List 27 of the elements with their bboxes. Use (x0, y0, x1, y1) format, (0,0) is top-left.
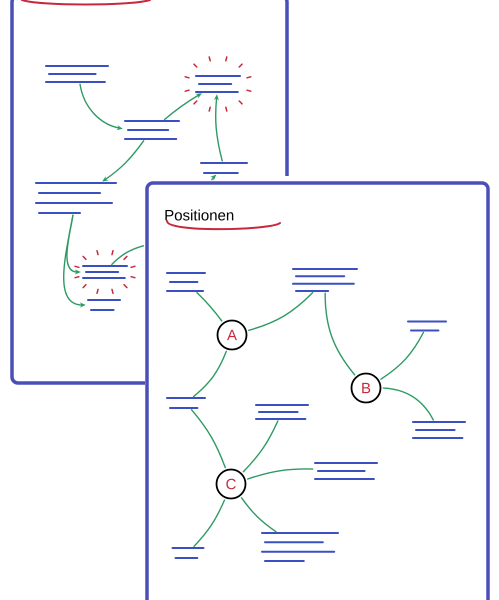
text-placeholder-lines (35, 182, 117, 214)
connector (196, 292, 222, 322)
text-placeholder-lines (172, 547, 204, 559)
text-placeholder-lines (412, 421, 466, 439)
text-placeholder-lines (200, 162, 248, 174)
connector (111, 245, 144, 266)
connector (192, 350, 227, 398)
text-placeholder-lines (45, 65, 109, 83)
text-placeholder-lines (166, 272, 206, 292)
connector (193, 499, 226, 548)
connector (240, 497, 277, 532)
connector (242, 420, 278, 472)
connector (382, 387, 434, 421)
connector (248, 292, 314, 332)
text-placeholder-lines (261, 532, 339, 562)
text-placeholder-lines (166, 397, 206, 409)
text-placeholder-lines (255, 404, 309, 420)
connector (246, 468, 314, 480)
sheet-title: Positionen (165, 210, 234, 220)
text-placeholder-lines (314, 462, 378, 480)
text-placeholder-lines (292, 268, 358, 292)
text-placeholder-lines (87, 299, 121, 311)
text-placeholder-lines (407, 320, 447, 332)
connector (380, 332, 424, 380)
text-placeholder-lines (124, 120, 180, 140)
connector (324, 292, 356, 376)
connector (190, 409, 226, 468)
